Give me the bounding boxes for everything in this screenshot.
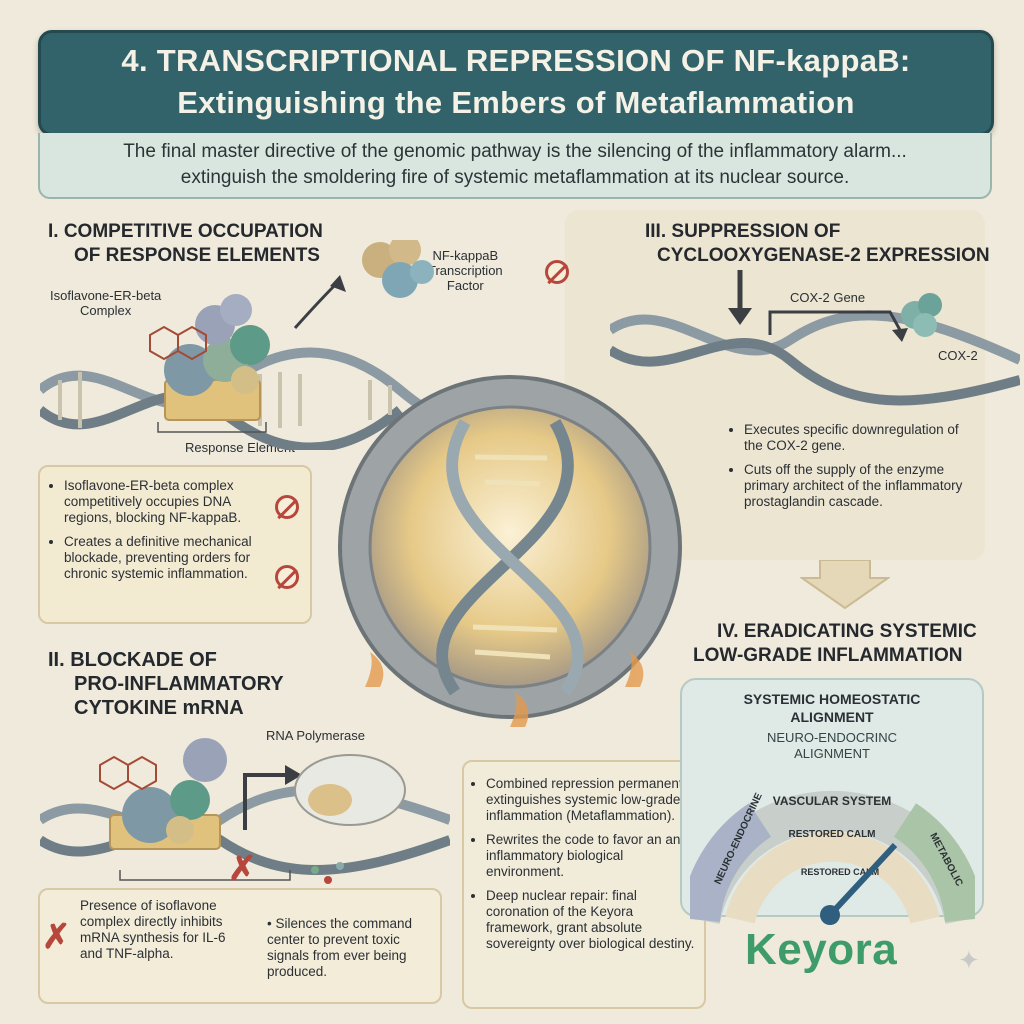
page-title-line2: Extinguishing the Embers of Metaflammati…: [177, 85, 855, 120]
dna-base-pairs: [472, 454, 558, 660]
sparkle-icon: ✦: [958, 945, 980, 975]
section2-text-right: • Silences the command center to prevent…: [267, 916, 413, 979]
brand-name: Keyora: [745, 925, 898, 974]
cox2-gene-label: COX-2 Gene: [790, 290, 866, 305]
rna-polymerase-icon: [294, 754, 406, 826]
dna-double-helix-icon: [436, 418, 584, 696]
gauge-title-line1: SYSTEMIC HOMEOSTATIC: [743, 691, 921, 707]
svg-text:✗: ✗: [228, 850, 257, 888]
title-banner: 4. TRANSCRIPTIONAL REPRESSION OF NF-kapp…: [38, 30, 994, 136]
section2-title: II. BLOCKADE OF PRO-INFLAMMATORY CYTOKIN…: [48, 648, 284, 720]
gauge-needle-hub: [820, 905, 840, 925]
section1-title: I. COMPETITIVE OCCUPATION OF RESPONSE EL…: [48, 220, 323, 268]
section3-bullets: Executes specific downregulation of the …: [730, 422, 975, 518]
section3-title-line2: CYCLOOXYGENASE-2 EXPRESSION: [657, 245, 990, 266]
nfkb-label-line2: Transcription: [428, 263, 503, 278]
complex-label-line2: Complex: [79, 303, 132, 318]
section3-bullet: Executes specific downregulation of the …: [744, 422, 975, 454]
section2-text-left: Presence of isoflavone complex directly …: [80, 898, 226, 961]
cox2-protein-icon: [901, 293, 942, 337]
section1-title-line2: OF RESPONSE ELEMENTS: [74, 245, 320, 266]
cox2-enzyme-label: COX-2: [938, 348, 978, 363]
isoflavone-molecule-icon: [149, 325, 207, 361]
blocked-hand-icon: [275, 495, 299, 519]
section4-title: IV. ERADICATING SYSTEMIC LOW-GRADE INFLA…: [693, 620, 977, 668]
section2-text-right-content: Silences the command center to prevent t…: [267, 916, 413, 979]
section1-bullet: Creates a definitive mechanical blockade…: [64, 534, 265, 582]
section2-title-line1: II. BLOCKADE OF: [48, 649, 217, 671]
section4-bullet: Rewrites the code to favor an anti-infla…: [486, 832, 698, 880]
section4-bullet: Combined repression permanently extingui…: [486, 776, 698, 824]
nfkb-label: NF-kappaB Transcription Factor: [428, 248, 503, 293]
section4-title-line1: IV. ERADICATING SYSTEMIC: [717, 621, 977, 642]
keyora-logo: Keyora: [745, 925, 945, 985]
intro-text-line2: extinguish the smoldering fire of system…: [180, 167, 850, 188]
section2-title-line3: CYTOKINE mRNA: [74, 697, 244, 719]
section1-bullets: Isoflavone-ER-beta complex competitively…: [50, 478, 265, 590]
complex-label: Isoflavone-ER-beta Complex: [50, 288, 161, 318]
complex-label-line1: Isoflavone-ER-beta: [50, 288, 162, 303]
section1-illustration: [40, 240, 460, 450]
section3-illustration: [610, 270, 1020, 406]
complex-protein-icon: [122, 738, 227, 844]
gauge-subtitle-line1: NEURO-ENDOCRINC: [767, 730, 897, 745]
section1-bullets-panel: [38, 465, 312, 624]
homeostatic-gauge: VASCULAR SYSTEM NEURO-ENDOCRINE METABOLI…: [690, 790, 975, 925]
section3-title: III. SUPPRESSION OF CYCLOOXYGENASE-2 EXP…: [645, 220, 990, 268]
page-title: 4. TRANSCRIPTIONAL REPRESSION OF NF-kapp…: [121, 43, 911, 78]
section1-bullet: Isoflavone-ER-beta complex competitively…: [64, 478, 265, 526]
nfkb-protein-icon: [362, 240, 434, 298]
no-transcription-icon: [545, 260, 569, 284]
section4-bullet: Deep nuclear repair: final coronation of…: [486, 888, 698, 952]
isoflavone-molecule-icon: [99, 755, 157, 791]
section4-title-line2: LOW-GRADE INFLAMMATION: [693, 645, 963, 666]
gauge-label-inner2: RESTORED CALM: [801, 867, 879, 877]
section3-down-arrow-icon: [800, 560, 890, 610]
nfkb-label-line1: NF-kappaB: [432, 248, 499, 263]
section4-bullets: Combined repression permanently extingui…: [472, 776, 698, 960]
section2-illustration: ✗: [40, 738, 450, 888]
flame-icon: [365, 652, 644, 727]
polymerase-label: RNA Polymerase: [266, 728, 365, 743]
gauge-needle: [827, 842, 898, 918]
section3-title-line1: III. SUPPRESSION OF: [645, 221, 841, 242]
no-fire-icon: [275, 565, 299, 589]
inhibit-x-icon: ✗: [42, 918, 71, 956]
intro-text-line1: The final master directive of the genomi…: [123, 141, 907, 162]
gauge-label-top: VASCULAR SYSTEM: [773, 794, 891, 808]
gauge-subtitle-line2: ALIGNMENT: [794, 746, 870, 761]
section1-title-line1: I. COMPETITIVE OCCUPATION: [48, 221, 323, 242]
arrow-icon: [243, 773, 285, 830]
section2-title-line2: PRO-INFLAMMATORY: [74, 673, 284, 695]
dna-helix-icon: [610, 310, 1020, 406]
nfkb-label-line3: Factor: [446, 278, 484, 293]
intro-box: The final master directive of the genomi…: [38, 133, 992, 199]
gauge-title-line2: ALIGNMENT: [790, 709, 874, 725]
gauge-label-inner1: RESTORED CALM: [788, 829, 875, 840]
arrow-icon: [768, 310, 902, 335]
section3-bullet: Cuts off the supply of the enzyme primar…: [744, 462, 975, 510]
section2-text-panel: [38, 888, 442, 1004]
nucleus-illustration: [338, 375, 682, 727]
